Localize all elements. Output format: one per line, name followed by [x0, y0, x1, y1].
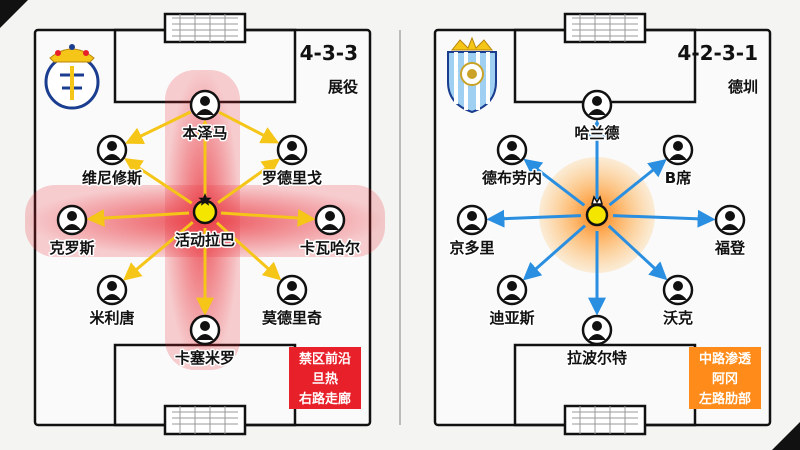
right-note-line-1: 中路渗透 — [699, 351, 751, 367]
right-passing-arrows — [486, 119, 716, 316]
person-icon — [189, 89, 221, 121]
left-player-lmid3[interactable]: 米利唐 — [88, 274, 136, 329]
left-arrow-ldef1-to-lmid1 — [124, 110, 192, 144]
left-note-box: 禁区前沿 旦热 右路走廊 — [289, 347, 361, 409]
left-player-name: 莫德里奇 — [262, 309, 322, 327]
right-player-rlowl[interactable]: 迪亚斯 — [488, 274, 536, 329]
top-goal-icon — [563, 12, 647, 44]
left-arrow-lcenter-to-lmid2 — [217, 158, 281, 204]
person-icon — [581, 89, 613, 121]
bottom-goal-icon — [563, 404, 647, 436]
right-player-rlowr[interactable]: 沃克 — [661, 274, 695, 329]
person-icon — [714, 204, 746, 236]
left-player-lcenter[interactable]: 活动拉巴 — [173, 193, 237, 251]
left-player-lmid4[interactable]: 莫德里奇 — [260, 274, 324, 329]
right-player-name: 京多里 — [449, 239, 494, 257]
person-icon — [456, 204, 488, 236]
right-player-rwingl[interactable]: 京多里 — [448, 204, 496, 259]
left-player-lmid1[interactable]: 维尼修斯 — [80, 134, 144, 189]
right-player-rmidr[interactable]: B席 — [662, 134, 694, 189]
corner-decoration-bottom-right — [772, 422, 800, 450]
right-player-name: B席 — [665, 169, 691, 187]
left-note-line-1: 禁区前沿 — [299, 351, 351, 367]
left-arrow-lcenter-to-lwing2 — [220, 208, 316, 227]
right-arrow-rcenter-to-rwingl — [486, 209, 582, 228]
right-arrow-rcenter-to-rmidr — [608, 159, 667, 207]
left-player-name: 卡瓦哈尔 — [300, 239, 360, 257]
left-player-name: 罗德里戈 — [262, 169, 322, 187]
person-icon — [662, 274, 694, 306]
person-icon — [314, 204, 346, 236]
left-player-name: 活动拉巴 — [175, 231, 235, 249]
left-arrow-lcenter-to-lwing1 — [86, 209, 190, 228]
left-player-lmid2[interactable]: 罗德里戈 — [260, 134, 324, 189]
left-note-line-3: 右路走廊 — [298, 391, 351, 407]
left-player-name: 维尼修斯 — [82, 169, 142, 187]
right-player-rcenter[interactable] — [585, 195, 609, 227]
left-arrow-ldef1-to-lmid2 — [218, 111, 280, 144]
star-icon — [192, 193, 218, 225]
person-icon — [662, 134, 694, 166]
person-icon — [96, 134, 128, 166]
left-player-lback[interactable]: 卡塞米罗 — [173, 314, 237, 369]
corner-decoration-top-left — [0, 0, 28, 28]
left-arrow-lcenter-to-lmid3 — [123, 221, 194, 281]
right-player-rtop[interactable]: 哈兰德 — [573, 89, 621, 144]
left-arrow-lcenter-to-lmid4 — [215, 221, 282, 281]
panel-divider — [399, 30, 401, 425]
right-note-line-3: 左路肋部 — [699, 391, 751, 407]
left-arrow-lcenter-to-lmid1 — [123, 157, 193, 205]
person-icon — [276, 134, 308, 166]
light-blue-club-crest-icon — [447, 36, 497, 114]
real-madrid-crest-icon — [44, 44, 100, 110]
right-note-box: 中路渗透 阿冈 左路肋部 — [689, 347, 761, 409]
person-icon — [56, 204, 88, 236]
right-arrow-rcenter-to-rmidl — [523, 158, 586, 207]
left-formation: 4-3-3 — [300, 41, 358, 65]
right-note-line-2: 阿冈 — [712, 372, 738, 387]
top-goal-icon — [163, 12, 247, 44]
right-player-name: 沃克 — [663, 309, 693, 327]
right-formation: 4-2-3-1 — [677, 41, 758, 65]
right-coach-name: 德圳 — [728, 78, 758, 96]
right-player-name: 德布劳内 — [482, 169, 542, 187]
person-icon — [276, 274, 308, 306]
person-icon — [496, 134, 528, 166]
bottom-goal-icon — [163, 404, 247, 436]
left-player-lwing1[interactable]: 克罗斯 — [48, 204, 96, 259]
left-player-lwing2[interactable]: 卡瓦哈尔 — [298, 204, 362, 259]
right-arrow-rcenter-to-rlowr — [607, 224, 668, 281]
right-player-rback[interactable]: 拉波尔特 — [565, 314, 629, 369]
left-player-name: 本泽马 — [182, 124, 227, 142]
person-icon — [189, 314, 221, 346]
left-note-line-2: 旦热 — [312, 371, 338, 387]
right-player-rwingr[interactable]: 福登 — [712, 204, 747, 259]
right-player-name: 哈兰德 — [574, 124, 619, 142]
right-player-rmidl[interactable]: 德布劳内 — [480, 134, 544, 189]
left-player-name: 卡塞米罗 — [175, 349, 235, 367]
left-passing-arrows — [86, 110, 316, 316]
left-coach-name: 展役 — [328, 78, 358, 96]
right-player-name: 福登 — [714, 239, 746, 257]
right-player-name: 拉波尔特 — [567, 349, 627, 367]
right-player-name: 迪亚斯 — [489, 309, 534, 327]
crown-icon — [585, 195, 609, 227]
right-arrow-rcenter-to-rwingr — [612, 209, 716, 228]
person-icon — [96, 274, 128, 306]
person-icon — [496, 274, 528, 306]
left-player-name: 米利唐 — [89, 309, 134, 327]
person-icon — [581, 314, 613, 346]
left-player-name: 克罗斯 — [49, 239, 94, 257]
left-player-ldef1[interactable]: 本泽马 — [181, 89, 229, 144]
right-arrow-rcenter-to-rlowl — [522, 224, 586, 281]
